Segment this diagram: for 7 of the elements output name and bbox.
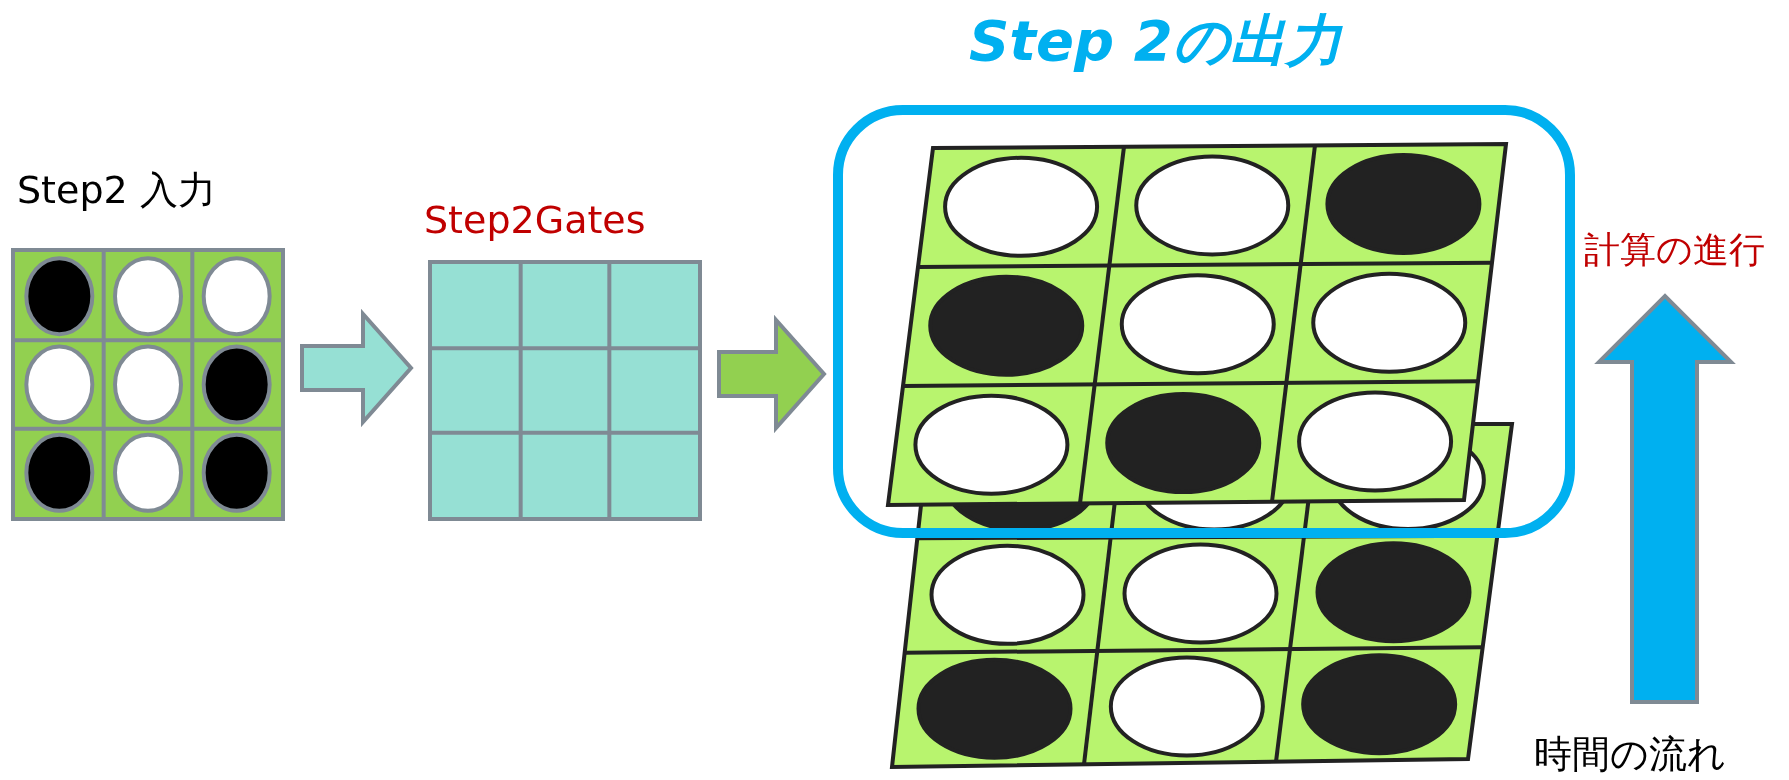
block-arrow: [300, 308, 414, 428]
block-arrow: [717, 314, 827, 434]
grid-heading: Step2 入力: [17, 168, 216, 214]
axis-label: 計算の進行: [1584, 228, 1765, 272]
grid-heading: Step 2の出力: [969, 7, 1342, 75]
grid-heading: Step2Gates: [424, 198, 646, 244]
axis-label: 時間の流れ: [1534, 732, 1726, 778]
